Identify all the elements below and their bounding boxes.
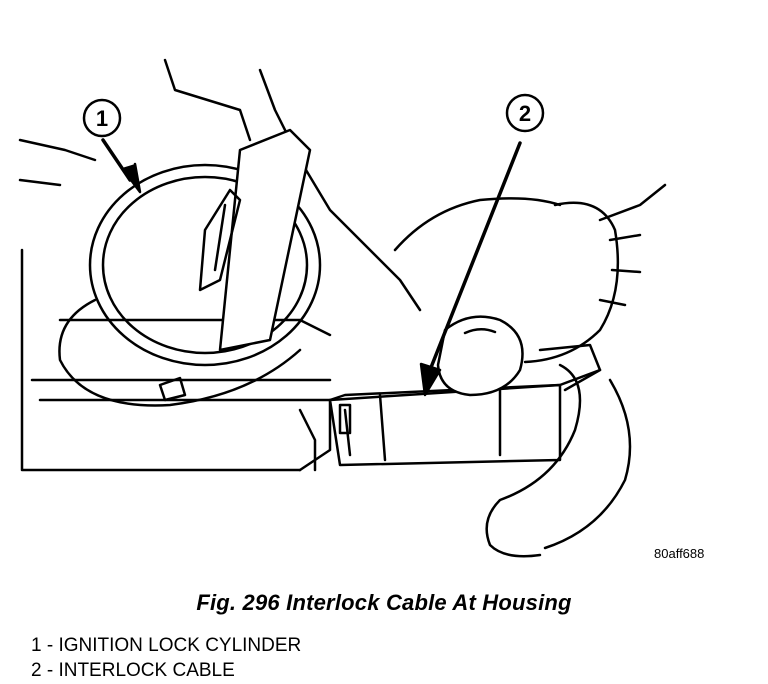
callout-2: [419, 93, 545, 397]
legend: 1 - IGNITION LOCK CYLINDER 2 - INTERLOCK…: [31, 633, 301, 683]
technician-hand: [393, 183, 667, 558]
legend-item-ignition-lock-cylinder: 1 - IGNITION LOCK CYLINDER: [31, 635, 302, 656]
figure-caption: Fig. 296 Interlock Cable At Housing: [196, 590, 572, 615]
callout-1-number: 1: [96, 106, 108, 131]
ignition-lock-cylinder: [58, 128, 322, 407]
drawing-code: 80aff688: [654, 546, 705, 561]
callout-2-number: 2: [519, 101, 531, 126]
legend-item-interlock-cable: 2 - INTERLOCK CABLE: [31, 660, 235, 681]
interlock-cable-illustration: 1 2: [18, 58, 667, 558]
callout-1: [82, 98, 142, 194]
